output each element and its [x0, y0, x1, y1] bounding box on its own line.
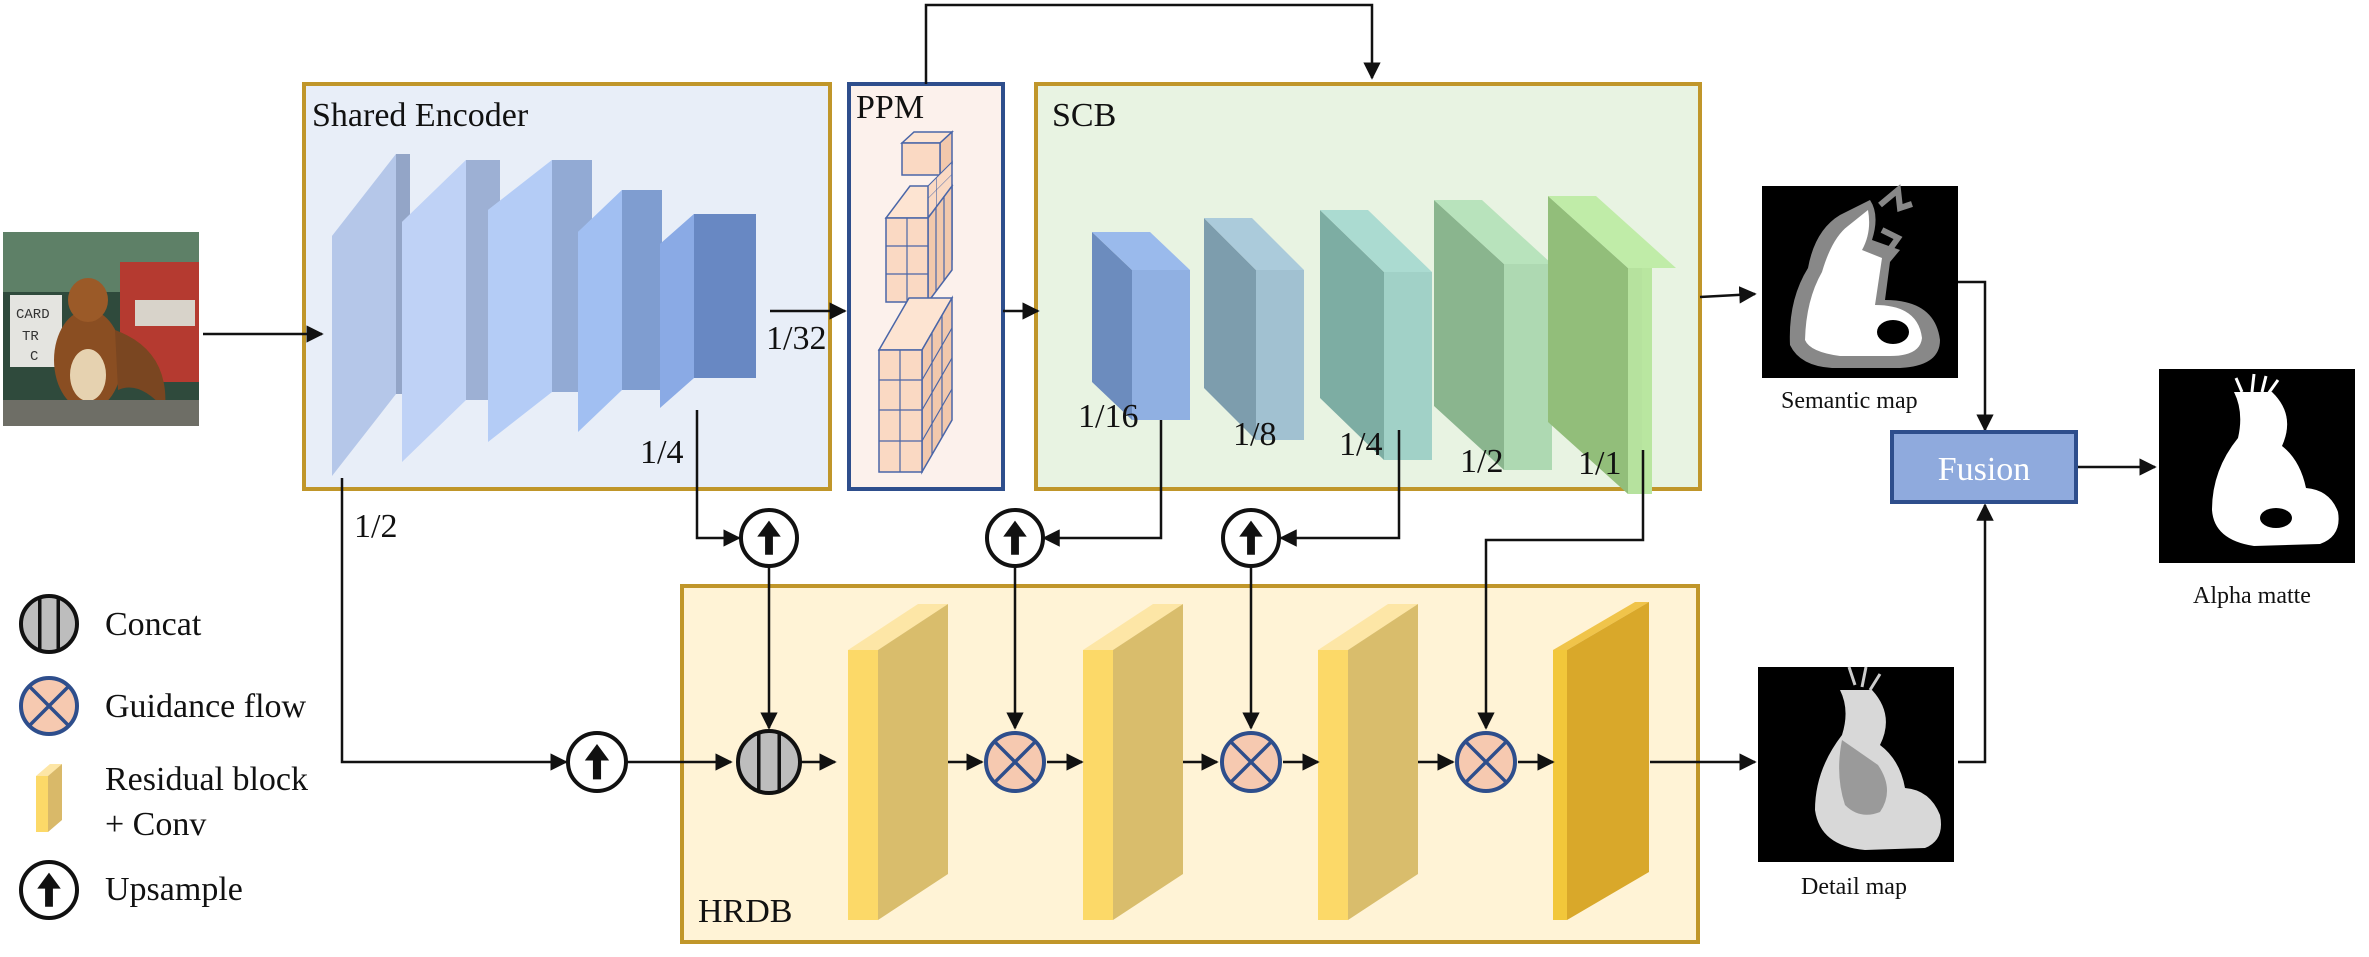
hrdb-block-3 — [1318, 604, 1418, 920]
label-enc-1-4: 1/4 — [640, 434, 683, 471]
scb-block-3 — [1320, 210, 1432, 460]
svg-text:C: C — [30, 349, 38, 365]
legend-concat-icon — [19, 594, 79, 654]
upsample-scb-sixteenth — [985, 508, 1045, 568]
shared-encoder-module: Shared Encoder — [302, 82, 832, 491]
ppm-cube-small — [900, 130, 954, 177]
input-image: CARD TR C — [3, 232, 199, 426]
svg-text:TR: TR — [22, 329, 39, 345]
hrdb-box — [680, 584, 1700, 944]
legend-residual-label: Residual block — [105, 761, 308, 798]
hrdb-block-2 — [1083, 604, 1183, 920]
scale-labels: 1/2 1/4 1/32 1/16 1/8 1/4 1/2 1/1 — [354, 320, 1621, 545]
alpha-matte-label: Alpha matte — [2193, 583, 2311, 609]
semantic-map-label: Semantic map — [1781, 388, 1918, 414]
hrdb-blocks — [848, 602, 1649, 920]
label-scb-1-8: 1/8 — [1233, 416, 1276, 453]
guidance-node-1 — [984, 731, 1046, 793]
label-enc-1-32: 1/32 — [766, 320, 826, 357]
fusion-label: Fusion — [1938, 451, 2031, 488]
guidance-node-2 — [1220, 731, 1282, 793]
ppm-cube-medium — [884, 160, 954, 305]
operator-symbols — [566, 508, 1517, 795]
hrdb-block-1 — [848, 604, 948, 920]
hrdb-block-final — [1553, 602, 1649, 920]
guidance-node-3 — [1455, 731, 1517, 793]
scb-block-5 — [1548, 196, 1676, 494]
legend-upsample-label: Upsample — [105, 871, 243, 908]
shared-encoder-title: Shared Encoder — [312, 97, 529, 134]
scb-block-1 — [1092, 232, 1190, 420]
legend-symbols — [19, 594, 79, 920]
label-scb-1-2: 1/2 — [1460, 443, 1503, 480]
upsample-encoder-half — [566, 731, 628, 793]
scb-module: SCB — [1034, 82, 1702, 494]
detail-map — [1758, 666, 1954, 862]
hrdb-title: HRDB — [698, 893, 792, 930]
encoder-block-2 — [402, 160, 500, 462]
detail-map-label: Detail map — [1801, 874, 1907, 900]
ppm-cube-large — [877, 295, 954, 475]
alpha-matte — [2159, 369, 2355, 563]
concat-node — [736, 729, 802, 795]
encoder-block-4 — [578, 190, 662, 432]
upsample-scb-quarter — [1221, 508, 1281, 568]
encoder-block-1 — [332, 154, 410, 476]
hrdb-module: HRDB — [680, 584, 1700, 944]
ppm-module: PPM — [847, 82, 1005, 491]
label-scb-1-1: 1/1 — [1578, 445, 1621, 482]
legend: Concat Guidance flow Residual block + Co… — [19, 594, 308, 920]
legend-residual-label-2: + Conv — [105, 806, 206, 843]
scb-blocks — [1092, 196, 1676, 494]
svg-text:CARD: CARD — [16, 307, 50, 323]
scb-block-2 — [1204, 218, 1304, 440]
connectors — [203, 3, 2157, 771]
scb-block-4 — [1434, 200, 1552, 470]
upsample-encoder-quarter — [739, 508, 799, 568]
label-scb-1-4: 1/4 — [1339, 426, 1382, 463]
fusion-block: Fusion — [1890, 430, 2078, 504]
label-scb-1-16: 1/16 — [1078, 398, 1138, 435]
legend-guidance-icon — [19, 676, 79, 736]
legend-residual-icon — [36, 764, 62, 832]
legend-guidance-label: Guidance flow — [105, 688, 307, 725]
encoder-blocks — [332, 154, 756, 476]
scb-title: SCB — [1052, 97, 1116, 134]
legend-upsample-icon — [19, 860, 79, 920]
legend-concat-label: Concat — [105, 606, 202, 643]
semantic-map — [1762, 184, 1958, 378]
label-enc-1-2: 1/2 — [354, 508, 397, 545]
encoder-block-5 — [660, 214, 756, 408]
ppm-title: PPM — [856, 89, 924, 126]
